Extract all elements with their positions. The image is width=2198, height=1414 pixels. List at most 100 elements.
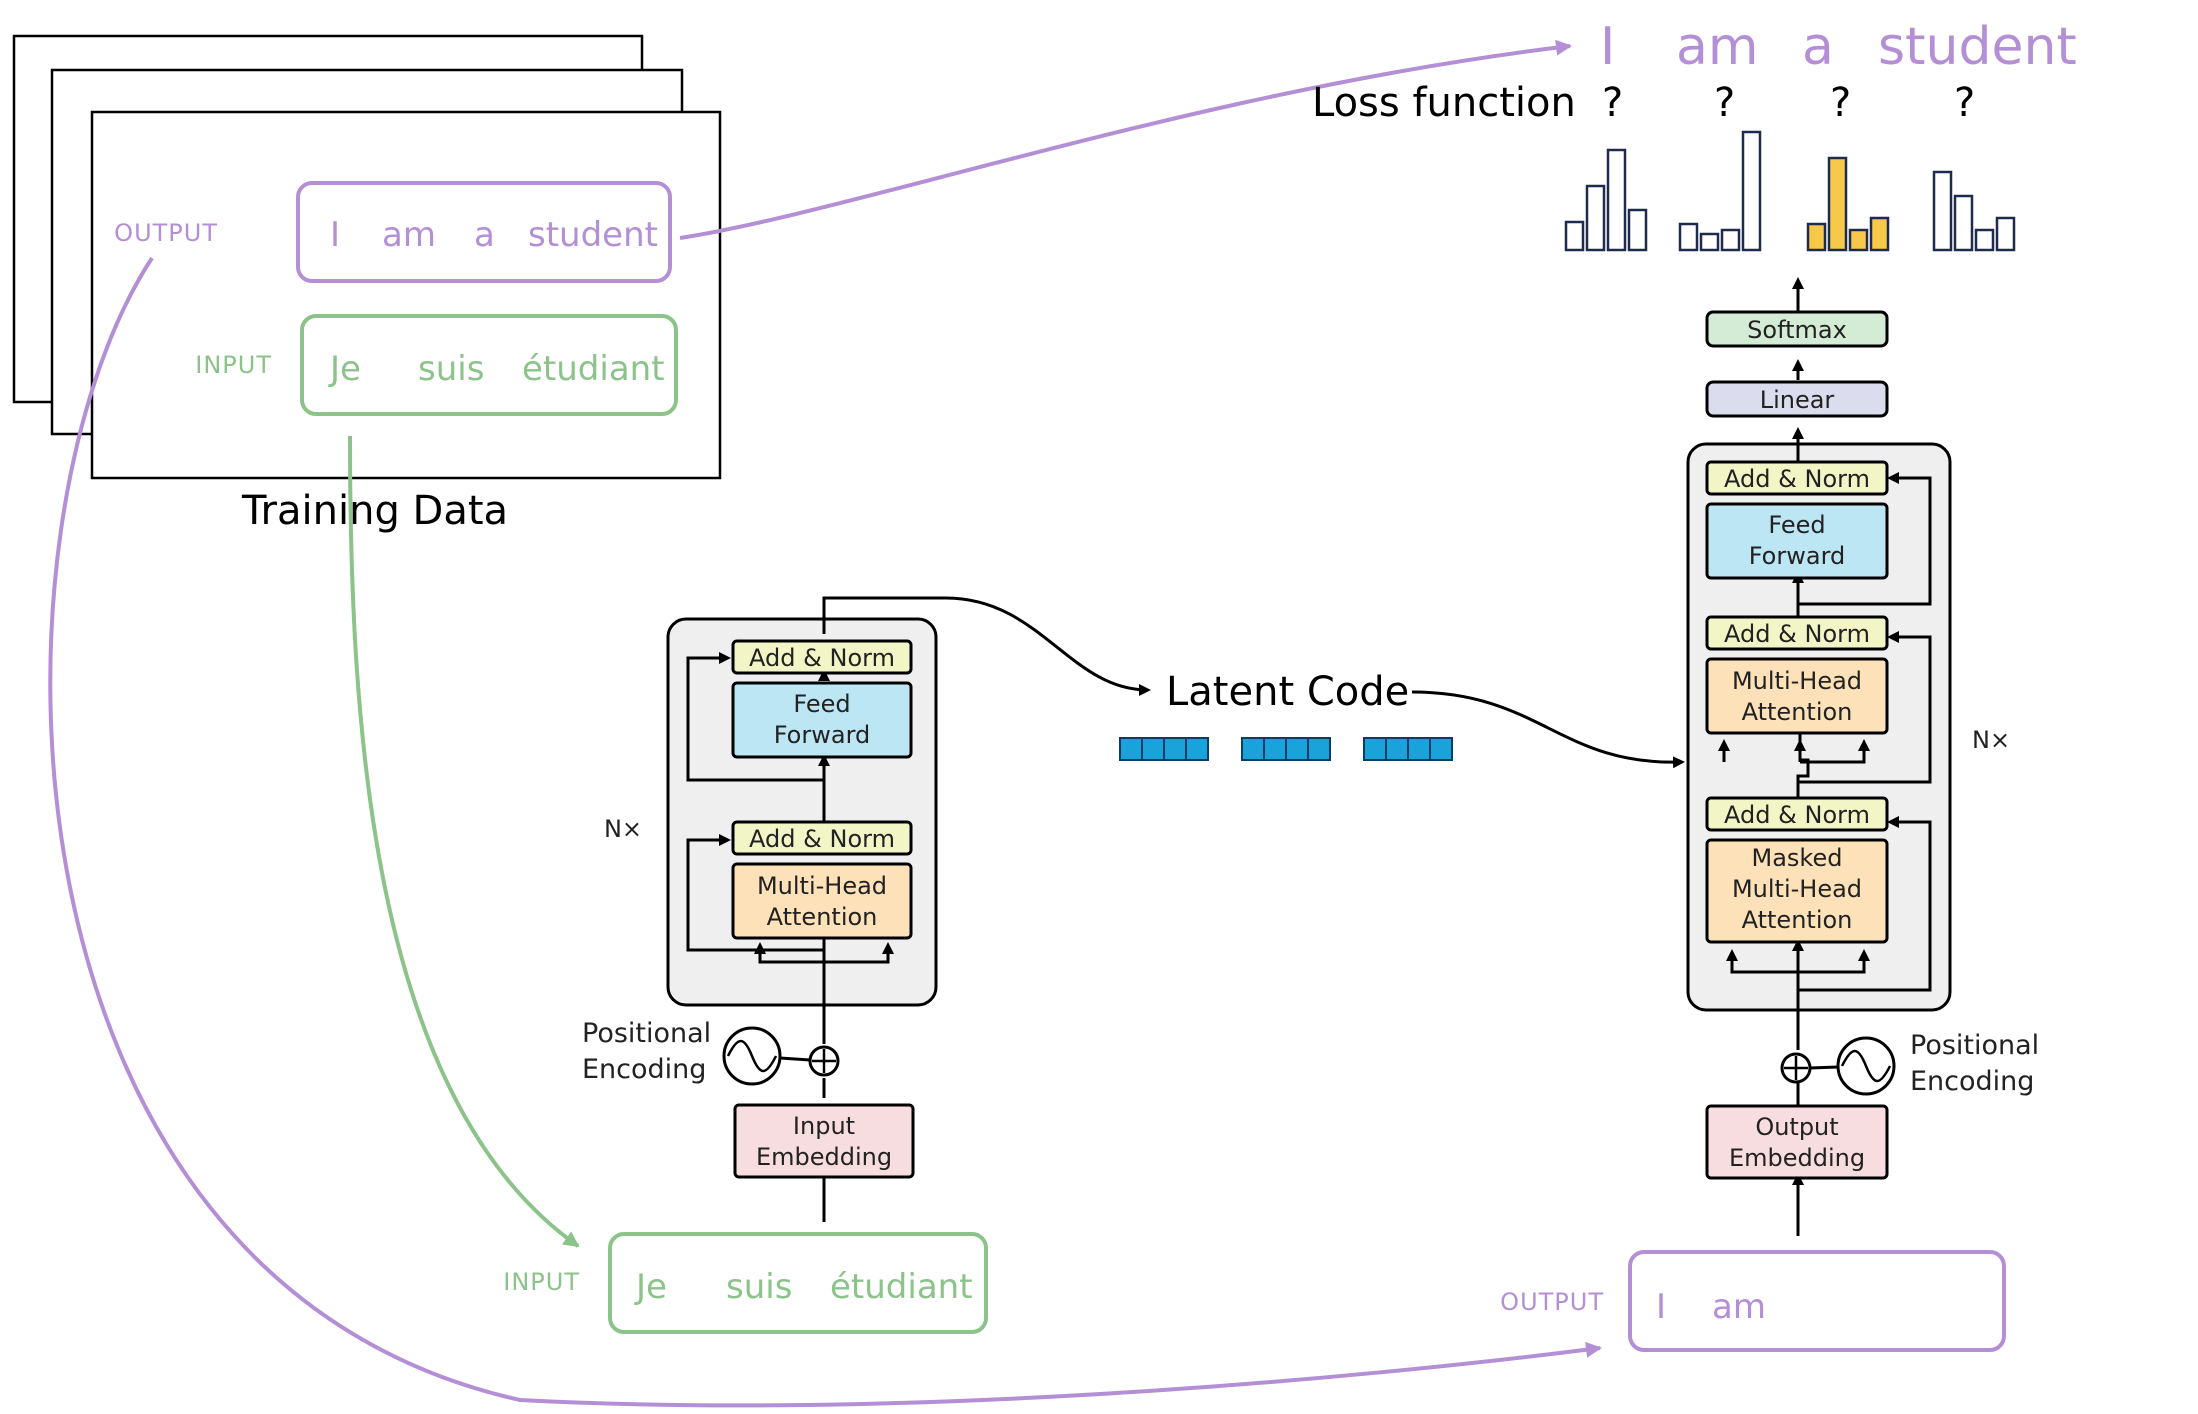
bottom-input: INPUT Je suis étudiant	[503, 1232, 988, 1334]
decoder: N× Softmax Linear Add & Norm Feed Forwar…	[1686, 277, 2039, 1236]
decoder-nx: N×	[1972, 726, 2010, 754]
latent-vector-1	[1119, 737, 1209, 761]
top-output-word: a	[1802, 17, 1834, 77]
prob-bar	[1585, 184, 1606, 252]
decoder-residual-2	[1798, 631, 1932, 784]
latent-to-decoder-arrow	[1411, 690, 1685, 769]
training-input-label: INPUT	[195, 351, 272, 379]
decoder-feed-forward	[1705, 502, 1889, 580]
encoder-embedding-label: Embedding	[756, 1143, 892, 1171]
output-to-top-arrow	[679, 39, 1572, 240]
loss-question-mark: ?	[1602, 80, 1623, 126]
bottom-output-word: I	[1656, 1287, 1666, 1327]
decoder-masked-attention	[1705, 838, 1889, 944]
encoder-block	[666, 617, 938, 1007]
decoder-add-norm-2	[1705, 615, 1889, 651]
encoder-attention-label: Multi-Head	[757, 872, 887, 900]
training-card-front	[90, 110, 722, 480]
encoder-attention	[731, 862, 913, 940]
loss-question-mark: ?	[1830, 80, 1851, 126]
training-input-box	[300, 314, 678, 416]
decoder-embedding-label: Output	[1755, 1113, 1838, 1141]
probability-distribution-1	[1564, 148, 1648, 252]
decoder-attention-label: Multi-Head	[1732, 667, 1862, 695]
decoder-residual-3	[1798, 472, 1932, 606]
bottom-input-word: étudiant	[830, 1267, 973, 1307]
decoder-add-norm-1-label: Add & Norm	[1724, 465, 1870, 493]
prob-bar	[1932, 170, 1953, 252]
decoder-add-norm-1	[1705, 460, 1889, 496]
decoder-feed-forward-label: Feed	[1768, 511, 1825, 539]
decoder-linear	[1705, 380, 1889, 418]
encoder-positional-label: Positional	[582, 1018, 711, 1049]
decoder-feed-forward-label: Forward	[1749, 542, 1846, 570]
encoder: N× Add & Norm Feed Forward Add & Norm Mu…	[582, 596, 1151, 1222]
prob-bar	[1606, 148, 1627, 252]
prob-bar	[1627, 208, 1648, 252]
prob-bar	[1699, 232, 1720, 252]
training-input-word: Je	[328, 349, 361, 389]
encoder-feed-forward-label: Forward	[774, 721, 871, 749]
decoder-qkv-left	[1726, 949, 1798, 974]
encoder-add-norm-top	[731, 639, 913, 675]
training-output-word: am	[382, 215, 436, 255]
decoder-output-embedding	[1705, 1104, 1889, 1180]
decoder-add-norm-3-label: Add & Norm	[1724, 801, 1870, 829]
prob-bar	[1564, 220, 1585, 252]
decoder-masked-attention-label: Multi-Head	[1732, 875, 1862, 903]
training-input-word: suis	[418, 349, 484, 389]
training-output-label: OUTPUT	[114, 219, 218, 247]
prob-bar	[1848, 228, 1869, 252]
decoder-embedding-label: Embedding	[1729, 1144, 1865, 1172]
decoder-residual-1	[1798, 816, 1932, 992]
bottom-output-word: am	[1712, 1287, 1766, 1327]
prob-bar	[1806, 222, 1827, 252]
bottom-input-label: INPUT	[503, 1268, 580, 1296]
decoder-softmax	[1705, 310, 1889, 348]
probability-distribution-4	[1932, 170, 2016, 252]
training-output-word: a	[474, 215, 495, 255]
prob-bar	[1827, 156, 1848, 252]
bottom-output-label: OUTPUT	[1500, 1288, 1604, 1316]
encoder-pos-line	[779, 1056, 811, 1062]
training-output-word: I	[330, 215, 340, 255]
encoder-qkv-left	[754, 942, 824, 964]
prob-bar	[1678, 222, 1699, 252]
encoder-add-norm-bottom-label: Add & Norm	[749, 825, 895, 853]
encoder-positional-label: Encoding	[582, 1054, 706, 1085]
decoder-q-arrow	[1800, 739, 1870, 764]
decoder-softmax-label: Softmax	[1747, 316, 1847, 344]
encoder-input-embedding	[733, 1103, 915, 1179]
decoder-attention-label: Attention	[1742, 698, 1853, 726]
bottom-output: OUTPUT I am	[1500, 1250, 2006, 1352]
bottom-output-box	[1628, 1250, 2006, 1352]
prob-bar	[1741, 130, 1762, 252]
top-output-word: student	[1878, 17, 2077, 77]
loss-question-mark: ?	[1714, 80, 1735, 126]
training-data-title: Training Data	[241, 488, 508, 534]
input-to-encoder-arrow	[348, 435, 580, 1248]
encoder-nx: N×	[604, 815, 642, 843]
encoder-qkv-right	[824, 942, 894, 964]
top-output-word: am	[1676, 17, 1759, 77]
encoder-out-line	[822, 596, 946, 634]
decoder-attention	[1705, 657, 1889, 735]
bottom-input-box	[608, 1232, 988, 1334]
latent-vector-2	[1241, 737, 1331, 761]
top-output-word: I	[1600, 17, 1615, 77]
loss-question-mark: ?	[1954, 80, 1975, 126]
decoder-sine-icon	[1840, 1049, 1892, 1083]
decoder-positional-label: Positional	[1910, 1030, 2039, 1061]
encoder-to-latent-arrow	[945, 596, 1151, 696]
prob-bar	[1953, 194, 1974, 252]
bottom-input-word: suis	[726, 1267, 792, 1307]
encoder-embedding-label: Input	[793, 1112, 855, 1140]
latent-code-label: Latent Code	[1166, 669, 1409, 715]
decoder-masked-attention-label: Attention	[1742, 906, 1853, 934]
latent-code: Latent Code	[1119, 669, 1685, 769]
probability-distribution-2	[1678, 130, 1762, 252]
decoder-add-norm-3	[1705, 796, 1889, 832]
decoder-add-norm-2-label: Add & Norm	[1724, 620, 1870, 648]
top-output: I am a student Loss function ? ? ? ?	[1312, 17, 2077, 126]
